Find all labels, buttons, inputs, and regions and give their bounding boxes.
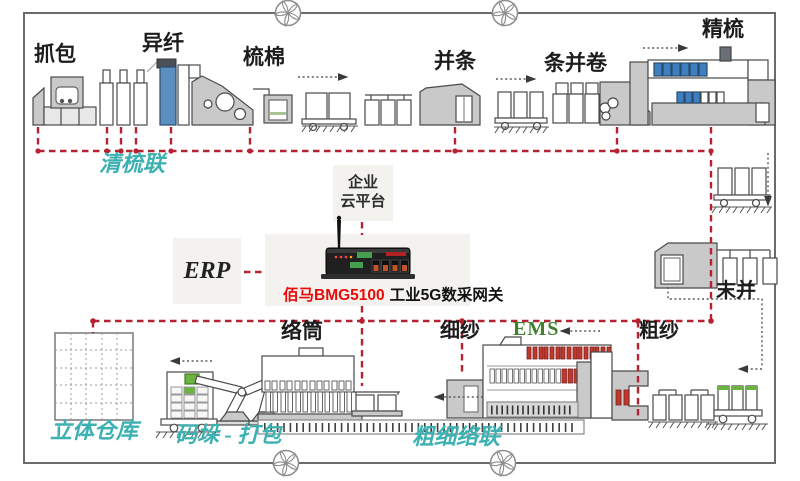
data-bus-lines bbox=[36, 127, 713, 416]
label-winder: 络筒 bbox=[281, 319, 323, 343]
data-bus-junction-dots bbox=[35, 148, 714, 324]
cloud-label-line2: 云平台 bbox=[340, 194, 386, 210]
ground-hatch bbox=[648, 421, 718, 429]
machine-drawing-frame bbox=[419, 83, 481, 126]
ground-hatch bbox=[711, 206, 772, 214]
label-carding: 梳棉 bbox=[243, 45, 285, 69]
machine-bale-plucker bbox=[32, 76, 97, 126]
fan-icon bbox=[272, 449, 300, 477]
label-blowing-carding-line: 清梳联 bbox=[99, 151, 166, 176]
label-bale-plucker: 抓包 bbox=[34, 42, 76, 66]
label-roving: 粗纱 bbox=[639, 320, 679, 342]
ground-hatch bbox=[301, 125, 358, 133]
machine-spinning-frame bbox=[446, 336, 613, 419]
warehouse-rack-grid bbox=[54, 332, 134, 421]
machine-final-drawing bbox=[654, 242, 778, 289]
label-palletizing: 码垛 - 打包 bbox=[175, 422, 282, 447]
erp-label: ERP bbox=[183, 257, 231, 284]
ground-hatch bbox=[494, 126, 549, 134]
cloud-platform-box: 企业 云平台 bbox=[333, 165, 393, 221]
material-flow-arrows bbox=[169, 44, 772, 401]
cloud-label-line1: 企业 bbox=[347, 175, 378, 191]
label-lap-former: 条并卷 bbox=[544, 51, 607, 75]
label-roving-spinning-winding-line: 粗细络联 bbox=[412, 424, 501, 449]
label-comber: 精梳 bbox=[702, 17, 744, 41]
bobbin-cart bbox=[713, 385, 763, 424]
machine-can-group bbox=[364, 94, 412, 126]
fan-icon bbox=[491, 0, 519, 27]
can-cart bbox=[301, 92, 357, 132]
label-drawing: 并条 bbox=[434, 49, 476, 73]
can-cart bbox=[494, 91, 548, 131]
machine-cleaning-towers bbox=[99, 61, 158, 126]
gateway-name: 工业5G数采网关 bbox=[389, 287, 504, 304]
fan-icon bbox=[489, 449, 517, 477]
ground-hatch bbox=[706, 423, 768, 431]
gateway-brand: 佰马BMG5100 bbox=[283, 287, 385, 304]
machine-can-group bbox=[652, 389, 715, 421]
label-ems: EMS bbox=[513, 318, 560, 340]
erp-box: ERP bbox=[173, 238, 241, 304]
label-foreign-fiber: 异纤 bbox=[142, 31, 184, 55]
machine-carding bbox=[191, 75, 293, 126]
machine-roving-unit bbox=[611, 370, 649, 421]
machine-comber bbox=[629, 46, 776, 126]
label-final-drawing: 末并 bbox=[716, 280, 756, 302]
fan-icon bbox=[274, 0, 302, 27]
machine-foreign-fiber-sorter bbox=[156, 58, 201, 126]
label-spinning: 细纱 bbox=[440, 320, 480, 342]
factory-wall-outline bbox=[23, 12, 776, 464]
ground-hatch bbox=[155, 431, 220, 439]
gateway-device bbox=[321, 215, 415, 279]
machine-winder bbox=[257, 347, 403, 422]
label-warehouse: 立体仓库 bbox=[50, 418, 139, 443]
can-cart bbox=[713, 167, 771, 208]
bobbin-conveyor bbox=[257, 419, 585, 435]
